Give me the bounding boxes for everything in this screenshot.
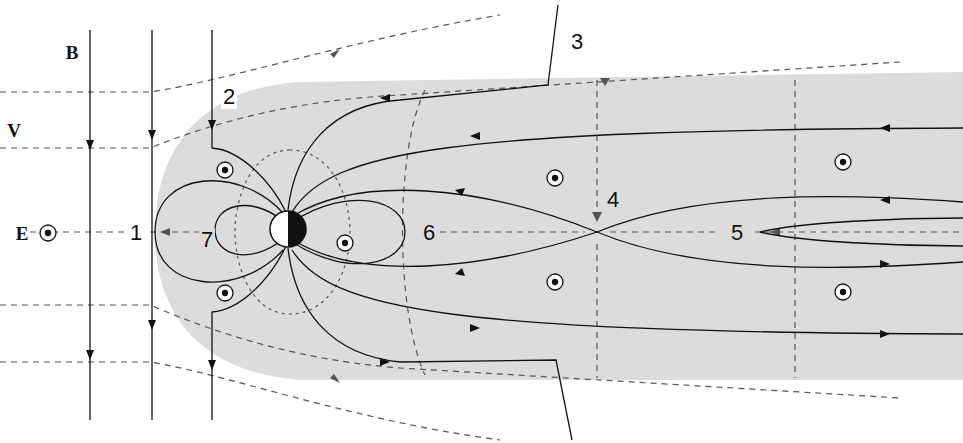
field-label: E bbox=[14, 223, 31, 244]
callout-number: 5 bbox=[729, 221, 745, 245]
current-out-symbols bbox=[40, 154, 851, 301]
callout-number: 4 bbox=[605, 188, 621, 212]
callout-number: 7 bbox=[199, 228, 215, 252]
callout-number: 3 bbox=[569, 30, 585, 54]
callout-number: 6 bbox=[421, 221, 437, 245]
field-label: B bbox=[64, 42, 81, 63]
flow-lines bbox=[0, 15, 963, 440]
callout-number: 2 bbox=[221, 85, 237, 109]
callout-number: 1 bbox=[128, 221, 144, 245]
magnetosphere-region bbox=[155, 72, 963, 380]
flow-arrows bbox=[160, 49, 780, 383]
earth-symbol bbox=[270, 211, 306, 247]
field-arrows bbox=[86, 94, 890, 370]
field-lines bbox=[90, 5, 963, 440]
flow-label: V bbox=[5, 120, 23, 141]
